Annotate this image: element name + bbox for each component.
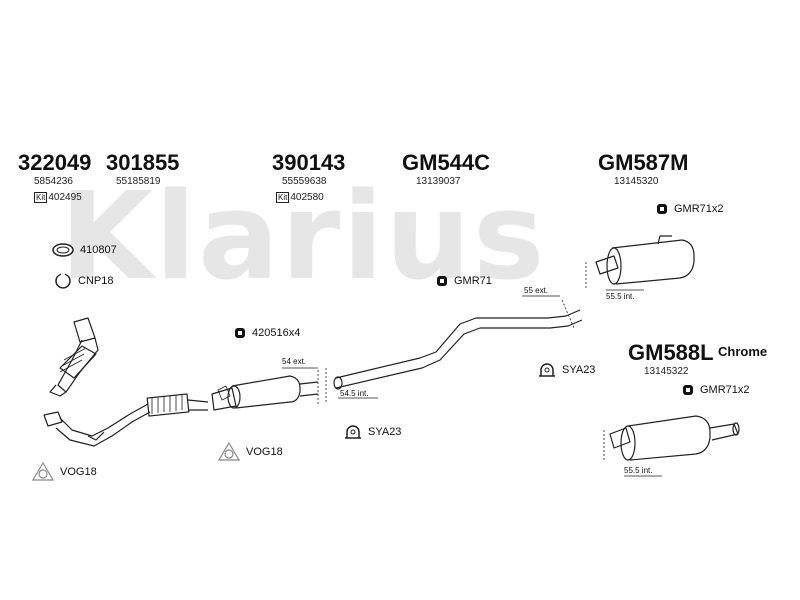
hardware-vog18-left: VOG18 <box>32 462 97 482</box>
front-pipe-drawing <box>43 393 209 447</box>
hardware-label: GMR71x2 <box>674 202 724 215</box>
kit-badge: Kit <box>276 192 290 203</box>
part-number-GM587M: GM587M <box>598 150 689 175</box>
exhaust-clamp-icon <box>345 425 361 439</box>
hardware-sya23-right: SYA23 <box>538 362 595 378</box>
hardware-420516x4: 420516x4 <box>234 327 300 339</box>
part-number-GM588L: GM588L <box>628 340 714 365</box>
hardware-gmr71x2-top: GMR71x2 <box>656 203 724 215</box>
chrome-finish-label: Chrome <box>718 344 768 359</box>
flange-gasket-icon <box>218 442 240 461</box>
part-number-301855: 301855 <box>106 150 180 175</box>
hardware-label: 410807 <box>80 243 117 256</box>
rubber-mount-icon <box>437 276 447 286</box>
middle-silencer-drawing <box>211 375 319 411</box>
hardware-label: 420516x4 <box>252 326 301 339</box>
dimension-55-5-int-bottom: 55.5 int. <box>624 466 653 475</box>
hardware-label: SYA23 <box>368 425 402 438</box>
exhaust-clamp-icon <box>539 363 555 377</box>
oem-number-55185819: 55185819 <box>116 176 161 187</box>
hardware-gmr71: GMR71 <box>436 275 492 287</box>
hardware-label: GMR71 <box>454 274 492 287</box>
dimension-54-ext: 54 ext. <box>282 357 307 366</box>
hardware-label: SYA23 <box>562 363 596 376</box>
hardware-410807: 410807 <box>52 242 117 258</box>
hardware-gmr71x2-bottom: GMR71x2 <box>682 384 750 396</box>
part-number-GM544C: GM544C <box>402 150 491 175</box>
hardware-label: CNP18 <box>78 274 114 287</box>
rear-silencer-bottom-drawing <box>609 415 740 461</box>
dimension-55-ext: 55 ext. <box>524 286 549 295</box>
kit-number-402580: Kit 402580 <box>276 192 324 203</box>
dimension-54-5-int: 54.5 int. <box>340 389 369 398</box>
catalytic-converter-drawing <box>49 317 99 397</box>
kit-number: 402580 <box>290 191 324 203</box>
rear-pipe-drawing <box>333 309 583 390</box>
rear-silencer-top-drawing <box>595 235 695 285</box>
gasket-ring-icon <box>52 243 74 257</box>
rubber-mount-icon <box>657 204 667 214</box>
bolt-icon <box>235 328 245 338</box>
oem-number-13139037: 13139037 <box>416 176 461 187</box>
rubber-mount-icon <box>683 385 693 395</box>
oem-number-13145320: 13145320 <box>614 176 659 187</box>
hardware-cnp18: CNP18 <box>54 272 113 290</box>
hardware-sya23-mid: SYA23 <box>344 424 401 440</box>
hardware-vog18-mid: VOG18 <box>218 442 283 462</box>
part-number-390143: 390143 <box>272 150 346 175</box>
hardware-label: GMR71x2 <box>700 383 750 396</box>
oem-number-13145322: 13145322 <box>644 366 689 377</box>
hardware-label: VOG18 <box>60 465 97 478</box>
kit-badge: Kit <box>34 192 48 203</box>
oem-number-5854236: 5854236 <box>34 176 73 187</box>
dimension-55-5-int-top: 55.5 int. <box>606 292 635 301</box>
flange-gasket-icon <box>32 462 54 481</box>
oem-number-55559638: 55559638 <box>282 176 327 187</box>
hardware-label: VOG18 <box>246 445 283 458</box>
pipe-clamp-icon <box>55 273 71 289</box>
brand-watermark: Klarius <box>60 168 547 307</box>
kit-number: 402495 <box>48 191 82 203</box>
part-number-322049: 322049 <box>18 150 92 175</box>
kit-number-402495: Kit 402495 <box>34 192 82 203</box>
